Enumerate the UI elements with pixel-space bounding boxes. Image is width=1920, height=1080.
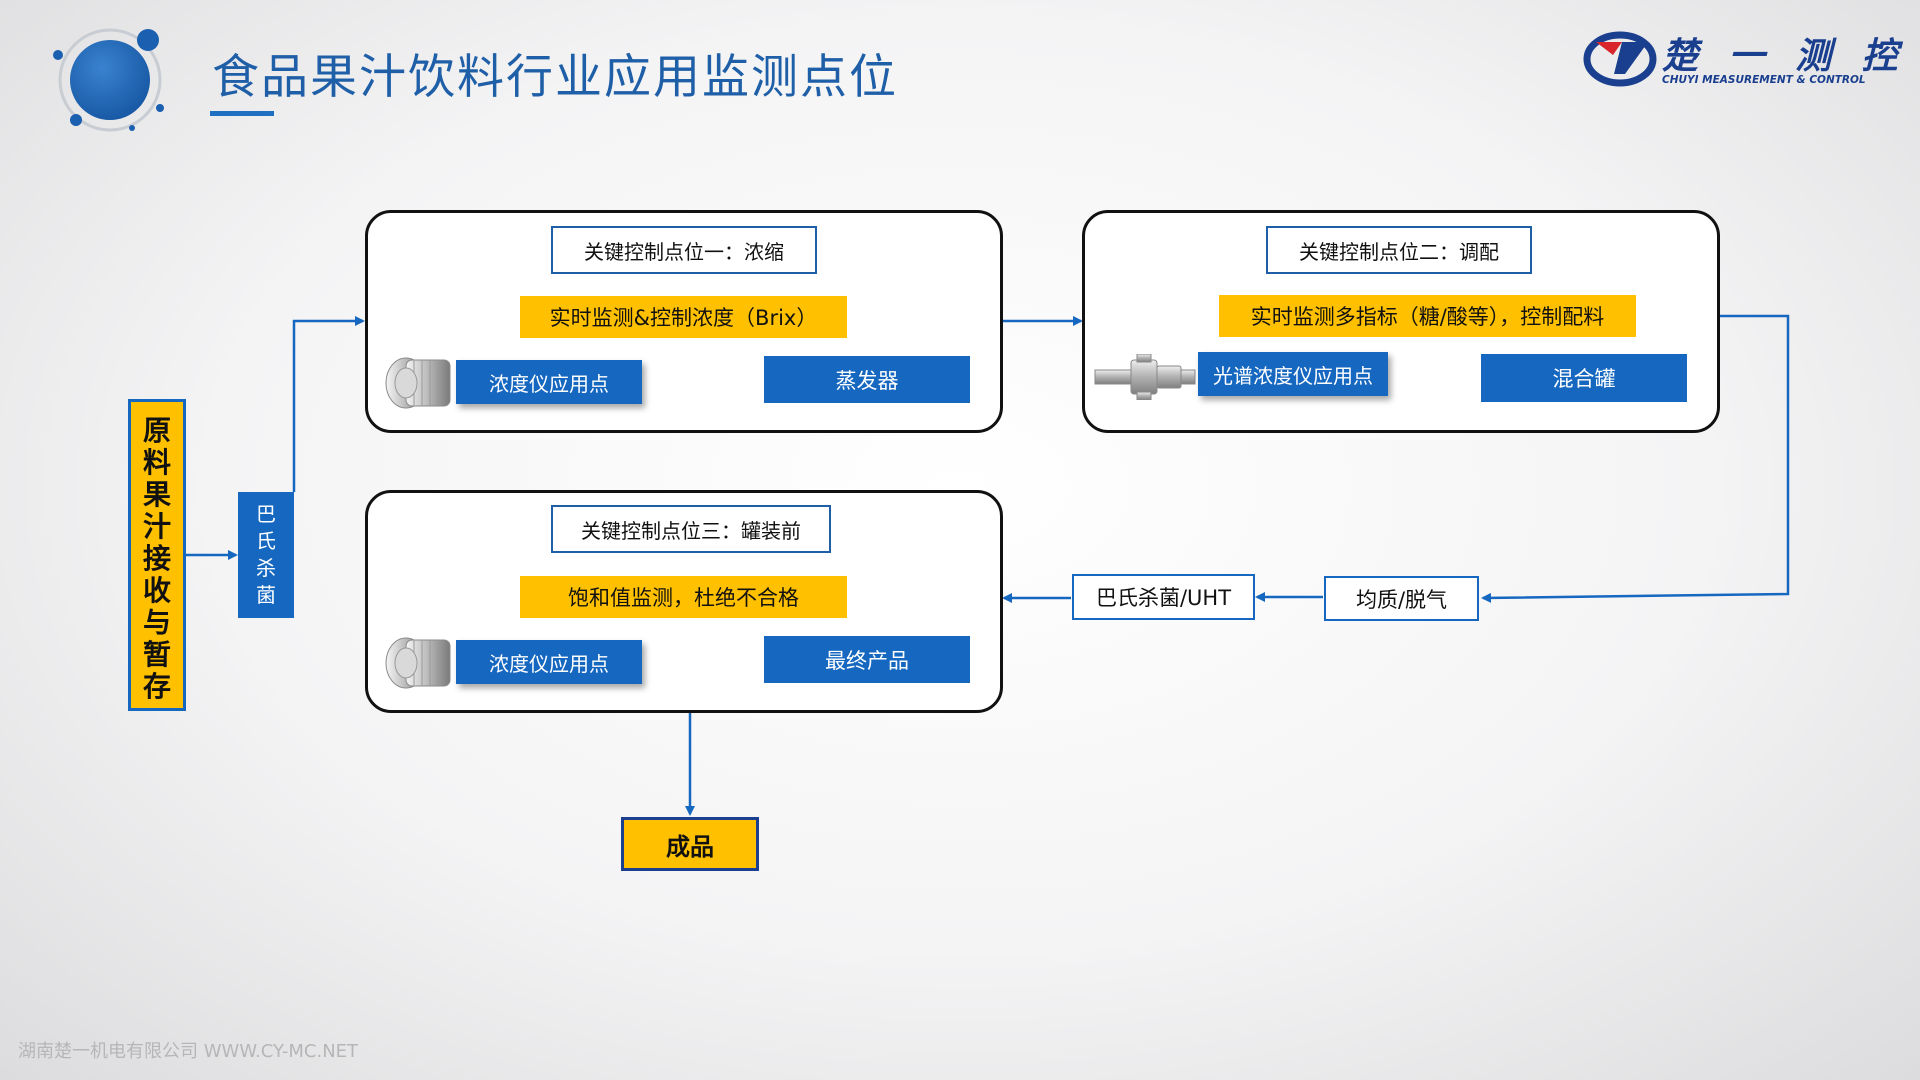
- footer-company: 湖南楚一机电有限公司 WWW.CY-MC.NET: [18, 1041, 359, 1062]
- control-point-3-label: 关键控制点位三：罐装前: [551, 505, 831, 553]
- control-point-3-equipment: 最终产品: [764, 636, 970, 683]
- raw-juice-char: 汁: [142, 510, 171, 543]
- raw-juice-char: 果: [142, 478, 171, 511]
- control-point-2-equipment: 混合罐: [1481, 354, 1687, 402]
- homogenize-degas-box: 均质/脱气: [1324, 576, 1479, 621]
- control-point-2-label: 关键控制点位二：调配: [1266, 226, 1532, 274]
- sensor-device-icon: [385, 357, 451, 409]
- brand-name-cn: 楚 一 测 控: [1662, 36, 1907, 77]
- arrow-pasteur-to-point1: [292, 316, 365, 492]
- spectro-device-icon: [1094, 354, 1196, 400]
- pasteurization-char: 氏: [256, 529, 276, 553]
- raw-juice-char: 接: [142, 542, 171, 575]
- raw-juice-char: 收: [142, 574, 171, 607]
- final-product-box: 成品: [621, 817, 759, 871]
- raw-juice-char: 暂: [142, 638, 171, 671]
- control-point-1-equipment: 蒸发器: [764, 356, 970, 403]
- control-point-1-instrument: 浓度仪应用点: [456, 360, 642, 404]
- control-point-1-monitor: 实时监测&控制浓度（Brix）: [520, 296, 847, 338]
- pasteurization-text: 巴氏杀菌: [238, 501, 294, 609]
- line-point2-to-homogenize: [1481, 314, 1790, 603]
- raw-juice-char: 存: [142, 670, 171, 703]
- page-title: 食品果汁饮料行业应用监测点位: [212, 50, 898, 105]
- blue-circle-cluster-icon: [53, 28, 164, 132]
- control-point-2-monitor: 实时监测多指标（糖/酸等），控制配料: [1219, 295, 1636, 337]
- pasteurization-char: 杀: [256, 556, 276, 580]
- chuyi-logo-mark-icon: [1583, 31, 1657, 87]
- control-point-2-instrument: 光谱浓度仪应用点: [1198, 352, 1388, 396]
- pasteurization-box: 巴氏杀菌: [238, 492, 294, 618]
- raw-juice-intake-box: 原料果汁接收与暂存: [128, 399, 186, 711]
- raw-juice-char: 与: [142, 606, 171, 639]
- pasteurization-char: 菌: [256, 583, 276, 607]
- brand-logo: 楚 一 测 控 CHUYI MEASUREMENT & CONTROL: [1582, 30, 1898, 90]
- title-underline: [210, 111, 274, 116]
- control-point-3-instrument: 浓度仪应用点: [456, 640, 642, 684]
- brand-name-en: CHUYI MEASUREMENT & CONTROL: [1662, 74, 1866, 86]
- sensor-device-icon: [385, 637, 451, 689]
- control-point-1-label: 关键控制点位一：浓缩: [551, 226, 817, 274]
- pasteurization-uht-box: 巴氏杀菌/UHT: [1072, 574, 1255, 620]
- pasteurization-char: 巴: [256, 502, 276, 526]
- raw-juice-char: 原: [142, 414, 171, 447]
- raw-juice-intake-text: 原料果汁接收与暂存: [131, 415, 183, 703]
- raw-juice-char: 料: [142, 446, 171, 479]
- control-point-3-monitor: 饱和值监测，杜绝不合格: [520, 576, 847, 618]
